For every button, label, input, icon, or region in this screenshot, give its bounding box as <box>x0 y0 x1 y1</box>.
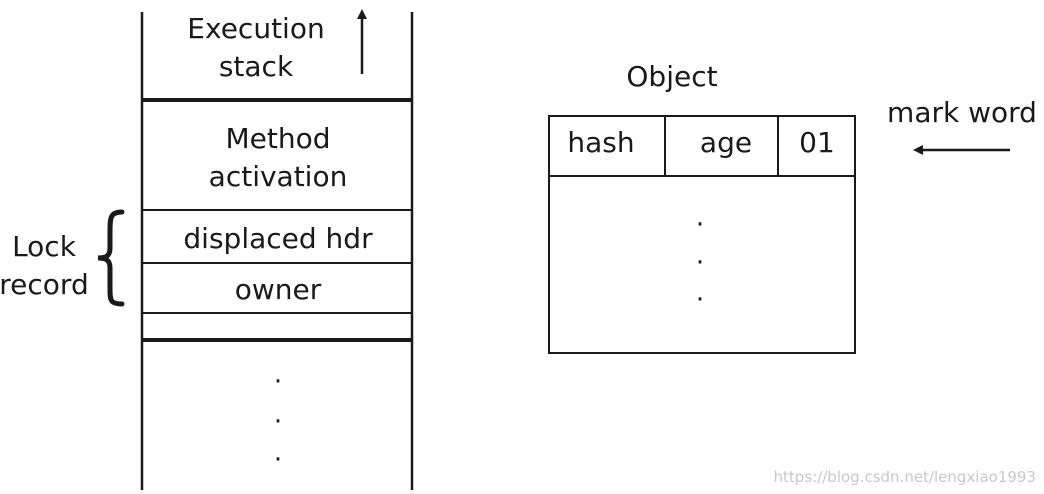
mark-word-field-age: age <box>700 126 752 159</box>
object-ellipsis-dot: · <box>696 248 704 278</box>
method-activation-label-line2: activation <box>209 160 348 193</box>
stack-ellipsis-dot: · <box>274 445 282 475</box>
object-title: Object <box>626 60 717 93</box>
object-ellipsis-dot: · <box>696 285 704 315</box>
mark-word-label: mark word <box>887 96 1037 129</box>
execution-stack-label-line2: stack <box>219 50 294 83</box>
mark-word-field-hash: hash <box>567 126 634 159</box>
lock-record-label-line1: Lock <box>12 230 77 263</box>
mark-word-pointer: mark word <box>887 96 1037 155</box>
stack-ellipsis-dot: · <box>274 407 282 437</box>
object-ellipsis-dot: · <box>696 210 704 240</box>
lock-record-label-line2: record <box>0 268 89 301</box>
stack-column: Execution stack Method activation displa… <box>140 9 414 490</box>
watermark-text: https://blog.csdn.net/lengxiao1993 <box>774 468 1036 486</box>
lock-record-annotation: Lock record <box>0 209 125 307</box>
execution-stack-label-line1: Execution <box>187 12 324 45</box>
displaced-hdr-label: displaced hdr <box>183 222 373 255</box>
owner-label: owner <box>235 273 322 306</box>
mark-word-field-lock-bits: 01 <box>799 126 835 159</box>
method-activation-label-line1: Method <box>225 122 330 155</box>
stack-ellipsis-dot: · <box>274 367 282 397</box>
curly-brace-icon <box>97 209 125 307</box>
object-outline <box>548 115 856 354</box>
object-box: Object hash age 01 · · · <box>548 60 856 354</box>
